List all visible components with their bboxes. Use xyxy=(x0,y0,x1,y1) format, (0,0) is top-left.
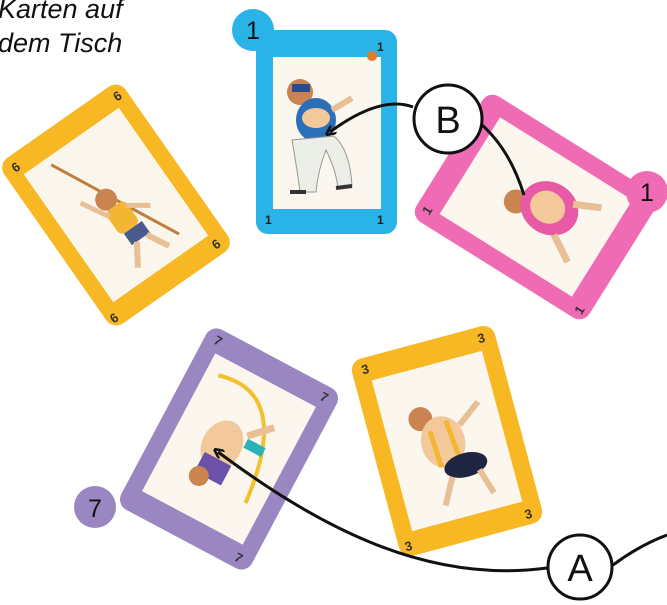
line-a-right xyxy=(612,533,667,567)
card-pink-wrestler[interactable]: 1 1 1 xyxy=(410,90,661,324)
card-yellow-discus[interactable]: 3 3 3 3 xyxy=(349,323,545,558)
wrestler-figure xyxy=(503,181,602,264)
card-tag-pink: 1 xyxy=(626,171,667,213)
tag-circle xyxy=(74,486,116,528)
callout-a: A xyxy=(546,533,614,601)
title-line-1: Karten auf xyxy=(0,0,123,24)
card-corner-value: 3 xyxy=(523,506,534,522)
card-corner-value: 3 xyxy=(476,330,487,346)
card-purple-vault[interactable]: 7 7 7 xyxy=(116,324,342,574)
card-blue-shotput[interactable]: 1 1 1 xyxy=(256,30,397,234)
javelin-thrower-figure xyxy=(50,163,180,268)
callout-b: B xyxy=(412,83,484,155)
arrow-a-to-purple-card xyxy=(218,452,548,573)
card-tag-blue: 1 xyxy=(232,9,274,51)
callout-a-circle xyxy=(546,533,614,601)
discus-figure xyxy=(408,399,497,507)
card-corner-value: 3 xyxy=(403,538,414,554)
tag-number: 7 xyxy=(88,495,102,523)
card-corner-value: 3 xyxy=(360,361,371,377)
title-line-2: dem Tisch xyxy=(0,28,123,58)
card-corner-value: 1 xyxy=(377,213,384,227)
tag-number: 1 xyxy=(640,179,654,207)
shot-put-figure xyxy=(287,51,377,194)
tag-circle xyxy=(232,9,274,51)
card-tag-purple: 7 xyxy=(74,486,116,528)
card-corner-value: 1 xyxy=(265,213,272,227)
card-yellow-javelin[interactable]: 6 6 6 6 xyxy=(0,80,235,330)
tag-number: 1 xyxy=(246,17,260,45)
tag-circle xyxy=(626,171,667,213)
line-b-to-pink-card xyxy=(481,123,526,196)
callout-a-label: A xyxy=(567,548,593,590)
card-corner-value: 1 xyxy=(377,40,384,54)
table-cards-title: Karten auf dem Tisch xyxy=(0,0,123,60)
arrow-b-to-blue-card xyxy=(330,102,414,132)
callout-b-label: B xyxy=(435,100,460,142)
callout-b-circle xyxy=(412,83,484,155)
